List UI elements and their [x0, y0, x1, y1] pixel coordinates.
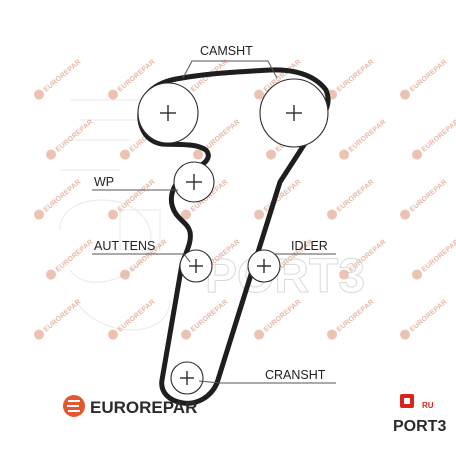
watermark-text: EUROREPAR [263, 299, 303, 334]
watermark-tile: EUROREPAR [412, 239, 456, 280]
watermark-tile: EUROREPAR [327, 299, 376, 340]
watermark-tile: EUROREPAR [34, 299, 83, 340]
ghost-port3-text: PORT3 [205, 250, 365, 303]
label-water-pump: WP [94, 175, 114, 189]
watermark-tile: EUROREPAR [400, 59, 449, 100]
watermark-tile: EUROREPAR [400, 179, 449, 220]
crankshaft-pulley [170, 361, 204, 395]
watermark-text: EUROREPAR [43, 299, 83, 334]
watermark-logo-icon [339, 269, 350, 280]
watermark-logo-icon [412, 149, 423, 160]
watermark-tile: EUROREPAR [412, 119, 456, 160]
watermark-text: EUROREPAR [43, 179, 83, 214]
camshaft-pulley-right [259, 78, 329, 148]
watermark-logo-icon [327, 209, 338, 220]
timing-belt [137, 67, 331, 406]
watermark-logo-icon [120, 269, 131, 280]
watermark-logo-icon [108, 89, 119, 100]
watermark-logo-icon [181, 209, 192, 220]
watermark-text: EUROREPAR [336, 59, 376, 94]
watermark-text: EUROREPAR [190, 299, 230, 334]
watermark-text: EUROREPAR [55, 119, 95, 154]
port3-brand: RU PORT3 [393, 394, 446, 435]
watermark-text: EUROREPAR [336, 179, 376, 214]
label-idler: IDLER [291, 239, 328, 253]
watermark-text: EUROREPAR [43, 59, 83, 94]
auto-tensioner-pulley [179, 249, 213, 283]
watermark-logo-icon [266, 149, 277, 160]
watermark-text: EUROREPAR [421, 119, 456, 154]
watermark-logo-icon [34, 209, 45, 220]
watermark-logo-icon [46, 269, 57, 280]
eurorepar-brand: EUROREPAR [63, 395, 197, 417]
port3-suffix: RU [422, 401, 434, 410]
watermark-text: EUROREPAR [421, 239, 456, 274]
watermark-tile: EUROREPAR [327, 59, 376, 100]
watermark-tile: EUROREPAR [181, 299, 230, 340]
watermark-logo-icon [193, 149, 204, 160]
watermark-logo-icon [327, 329, 338, 340]
label-crankshaft: CRANSHT [265, 368, 326, 382]
watermark-logo-icon [34, 89, 45, 100]
watermark-text: EUROREPAR [55, 239, 95, 274]
watermark-text: EUROREPAR [263, 179, 303, 214]
watermark-logo-icon [254, 89, 265, 100]
watermark-text: EUROREPAR [409, 59, 449, 94]
camshaft-pulley-left [137, 82, 199, 144]
watermark-logo-icon [400, 329, 411, 340]
eurorepar-brand-text: EUROREPAR [90, 398, 197, 417]
watermark-text: EUROREPAR [117, 179, 157, 214]
watermark-logo-icon [400, 209, 411, 220]
watermark-tile: EUROREPAR [327, 179, 376, 220]
watermark-text: EUROREPAR [336, 299, 376, 334]
watermark-logo-icon [108, 209, 119, 220]
watermark-tile: EUROREPAR [46, 239, 95, 280]
watermark-text: EUROREPAR [348, 119, 388, 154]
watermark-logo-icon [254, 329, 265, 340]
watermark-tile: EUROREPAR [254, 299, 303, 340]
watermark-tile: EUROREPAR [400, 299, 449, 340]
port3-brand-text: PORT3 [393, 418, 446, 435]
watermark-tile: EUROREPAR [46, 119, 95, 160]
watermark-text: EUROREPAR [117, 299, 157, 334]
watermark-text: EUROREPAR [409, 179, 449, 214]
label-leaders [92, 60, 336, 384]
watermark-logo-icon [108, 329, 119, 340]
watermark-tile: EUROREPAR [108, 299, 157, 340]
label-auto-tensioner: AUT TENS [94, 239, 155, 253]
watermark-tile: EUROREPAR [339, 119, 388, 160]
watermark-text: EUROREPAR [409, 299, 449, 334]
engine-silhouette [59, 99, 171, 331]
eurorepar-logo-mark [67, 400, 80, 412]
watermark-logo-icon [254, 209, 265, 220]
watermark-tile: EUROREPAR [34, 179, 83, 220]
watermark-tile: EUROREPAR [193, 119, 242, 160]
water-pump-pulley [173, 161, 215, 203]
label-camshaft: CAMSHT [200, 44, 253, 58]
watermark-logo-icon [120, 149, 131, 160]
watermark-tile: EUROREPAR [34, 59, 83, 100]
watermark-logo-icon [181, 329, 192, 340]
watermark-logo-icon [339, 149, 350, 160]
watermark-logo-icon [412, 269, 423, 280]
watermark-logo-icon [400, 89, 411, 100]
watermark-logo-icon [34, 329, 45, 340]
idler-pulley [247, 249, 281, 283]
watermark-logo-icon [46, 149, 57, 160]
